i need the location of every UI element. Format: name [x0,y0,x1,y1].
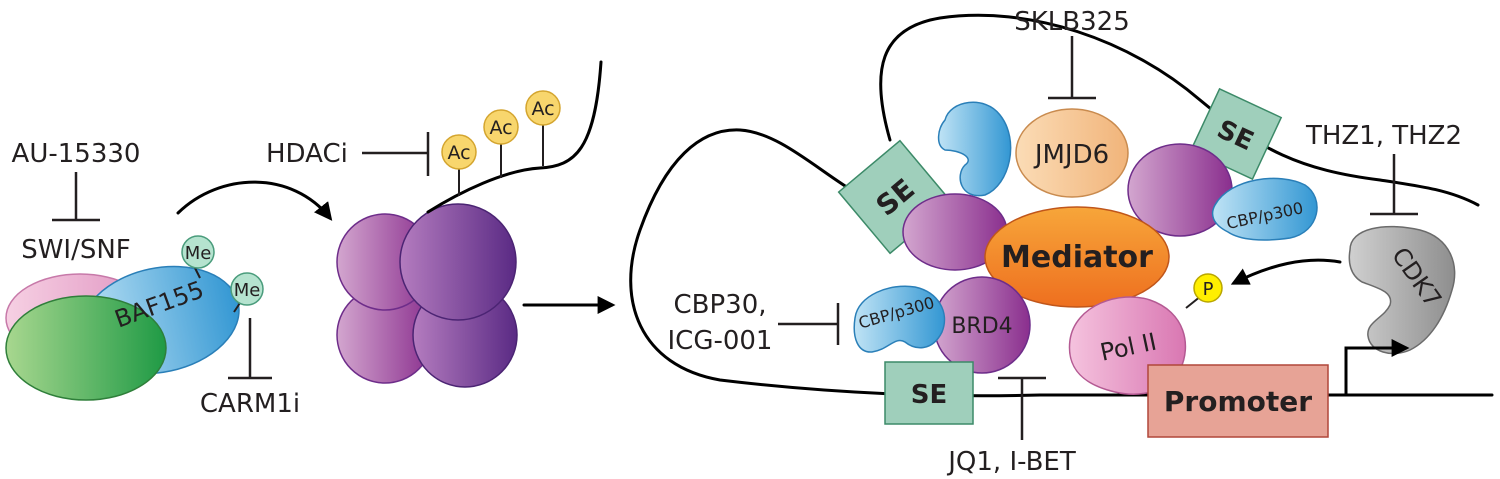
cbp30-label-line1: CBP30, [673,290,766,320]
brd4-label: BRD4 [951,314,1012,339]
mediator-complex: Mediator [984,206,1170,308]
carm1i-label: CARM1i [200,389,300,419]
upper-blue-subunit [937,101,1012,197]
sklb325-label: SKLB325 [1014,7,1130,37]
methyl-mark-2-label: Me [234,280,261,301]
hdaci-label: HDACi [266,139,348,169]
acetyl-mark-2 [483,109,519,145]
cdk7-phosphorylation-arrow [1230,258,1342,285]
methyl-mark-2 [230,272,264,306]
cbp30-label-line2: ICG-001 [668,326,773,356]
tss-arrow [1344,339,1410,397]
thz-label: THZ1, THZ2 [1305,121,1462,151]
carm1i-inhibitor: CARM1i [200,318,300,419]
acetyl-marks: Ac Ac Ac [441,90,561,196]
dna-strand-nucleosome [426,60,603,214]
hdaci-inhibitor: HDACi [266,132,430,176]
swi-snf-label: SWI/SNF [21,235,131,265]
se-bottom-label: SE [911,380,948,410]
methyl-marks: Me Me [181,235,264,313]
swi-snf-green-subunit [5,295,167,401]
phospho-label: P [1203,279,1214,300]
acetyl-mark-2-label: Ac [489,117,512,139]
dna-loop-upper [879,13,1480,207]
mediator-label: Mediator [1001,240,1153,275]
acetyl-mark-3-label: Ac [531,98,554,120]
swi-snf-complex: BAF155 [5,265,240,401]
acetyl-mark-1 [441,134,477,170]
nucleosome [336,203,518,388]
au15330-inhibitor: AU-15330 [12,139,141,222]
cbp30-inhibitor: CBP30, ICG-001 [668,290,840,356]
promoter-label: Promoter [1164,385,1312,418]
thz-inhibitor: THZ1, THZ2 [1305,121,1462,216]
promoter-box: Promoter [1147,364,1329,438]
jmjd6-protein: JMJD6 [1015,108,1129,198]
remodeling-arrow [176,180,333,221]
sklb325-inhibitor: SKLB325 [1014,7,1130,100]
methyl-mark-1-label: Me [185,243,212,264]
acetyl-mark-1-label: Ac [447,142,470,164]
super-enhancer-bottom: SE [884,361,974,425]
brd4-protein: BRD4 [933,276,1031,374]
acetyl-mark-3 [525,90,561,126]
cdk7-protein: CDK7 [1348,225,1456,355]
cbp-p300-lower: CBP/p300 [853,285,946,353]
methyl-mark-1 [181,235,215,269]
phospho-mark: P [1193,273,1223,303]
jq1-label: JQ1, I-BET [946,447,1076,477]
jmjd6-label: JMJD6 [1033,140,1109,170]
jq1-inhibitor: JQ1, I-BET [946,376,1076,477]
au15330-label: AU-15330 [12,139,141,169]
cbp-p300-upper: CBP/p300 [1211,177,1318,241]
